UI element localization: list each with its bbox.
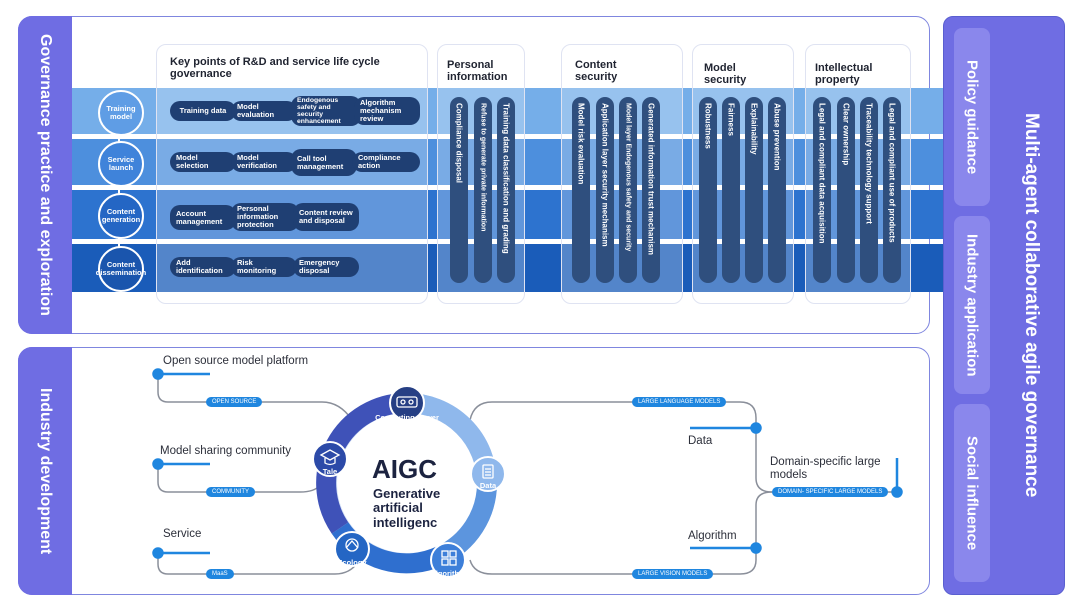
tag-community: COMMUNITY (206, 487, 255, 497)
industry-title: Industry development (37, 387, 54, 555)
ip-item: Legal and compliant data acquisition (813, 97, 831, 283)
stage-content-generation: Content generation (98, 193, 144, 239)
model-security-item: Explainability (745, 97, 763, 283)
tab-policy-guidance: Policy guidance (954, 28, 990, 206)
ring-node-tale: Tale (322, 467, 338, 476)
model-security-item: Abuse prevention (768, 97, 786, 283)
ring-node-computing-power: Computing power (375, 413, 439, 422)
pill-endogenous-safety: Endogenous safety and security enhanceme… (291, 96, 361, 126)
governance-title: Governance practice and exploration (37, 34, 54, 316)
tag-maas: MaaS (206, 569, 234, 579)
pill-add-identification: Add identification (170, 257, 236, 277)
pill-model-selection: Model selection (170, 152, 236, 172)
label-algorithm: Algorithm (688, 530, 737, 542)
pill-algorithm-review: Algorithm mechanism review (354, 97, 420, 125)
label-service: Service (163, 528, 202, 540)
pill-emergency-disposal: Emergency disposal (293, 257, 359, 277)
pill-personal-info-protection: Personal information protection (231, 203, 299, 231)
tab-industry-application: Industry application (954, 216, 990, 394)
pill-risk-monitoring: Risk monitoring (231, 257, 297, 277)
stage-training-model: Training model (98, 90, 144, 136)
label-domain-specific-models: Domain-specific large models (770, 456, 881, 482)
label-model-sharing-community: Model sharing community (160, 445, 292, 457)
stage-service-launch: Service launch (98, 141, 144, 187)
label-open-source-platform: Open source model platform (163, 355, 309, 367)
tag-large-vision-models: LARGE VISION MODELS (632, 569, 714, 579)
lifecycle-title: Key points of R&D and service life cycle… (170, 56, 380, 81)
personal-info-item: Compliance disposal (450, 97, 468, 283)
personal-info-item: Refuse to generate private information (474, 97, 492, 283)
ip-item: Traceability technology support (860, 97, 878, 283)
tag-large-language-models: LARGE LANGUAGE MODELS (632, 397, 727, 407)
ring-node-data: Data (479, 481, 497, 490)
stage-content-dissemination: Content dissemination (96, 246, 146, 292)
content-security-item: Generated information trust mechanism (642, 97, 660, 283)
pill-training-data: Training data (170, 101, 236, 121)
industry-sidebar: Industry development (18, 347, 72, 595)
content-security-item: Model layer Endogenous safety and securi… (619, 97, 637, 283)
aigc-title: AIGC (372, 454, 437, 484)
intellectual-property-title: Intellectual property (815, 62, 873, 87)
ring-node-algorithm: Algorithm (430, 569, 466, 578)
ip-item: Clear ownership (837, 97, 855, 283)
personal-information-title: Personal information (447, 59, 508, 84)
model-security-title: Model security (704, 62, 747, 87)
ring-node-ecology: Ecology (337, 558, 367, 567)
right-title-wrap: Multi-agent collaborative agile governan… (1006, 30, 1056, 580)
personal-info-item: Training data classification and grading (497, 97, 515, 283)
pill-account-management: Account management (170, 205, 236, 230)
tag-domain-specific-models: DOMAIN- SPECIFIC LARGE MODELS (772, 487, 889, 497)
content-security-item: Application layer security mechanism (596, 97, 614, 283)
tag-open-source: OPEN SOURCE (206, 397, 263, 407)
stage-connector (118, 115, 120, 265)
governance-sidebar: Governance practice and exploration (18, 16, 72, 334)
aigc-subtitle: Generative artificial intelligenc (373, 486, 441, 530)
pill-compliance-action: Compliance action (352, 152, 420, 172)
right-title: Multi-agent collaborative agile governan… (1021, 112, 1042, 498)
pill-model-evaluation: Model evaluation (231, 101, 297, 121)
model-security-item: Fairness (722, 97, 740, 283)
tab-social-influence: Social influence (954, 404, 990, 582)
pill-content-review: Content review and disposal (293, 203, 359, 231)
content-security-title: Content security (575, 59, 618, 84)
content-security-item: Model risk evaluation (572, 97, 590, 283)
ip-item: Legal and compliant use of products (883, 97, 901, 283)
label-data: Data (688, 435, 713, 447)
model-security-item: Robustness (699, 97, 717, 283)
pill-model-verification: Model verification (231, 152, 297, 172)
pill-call-tool-management: Call tool management (291, 149, 357, 176)
